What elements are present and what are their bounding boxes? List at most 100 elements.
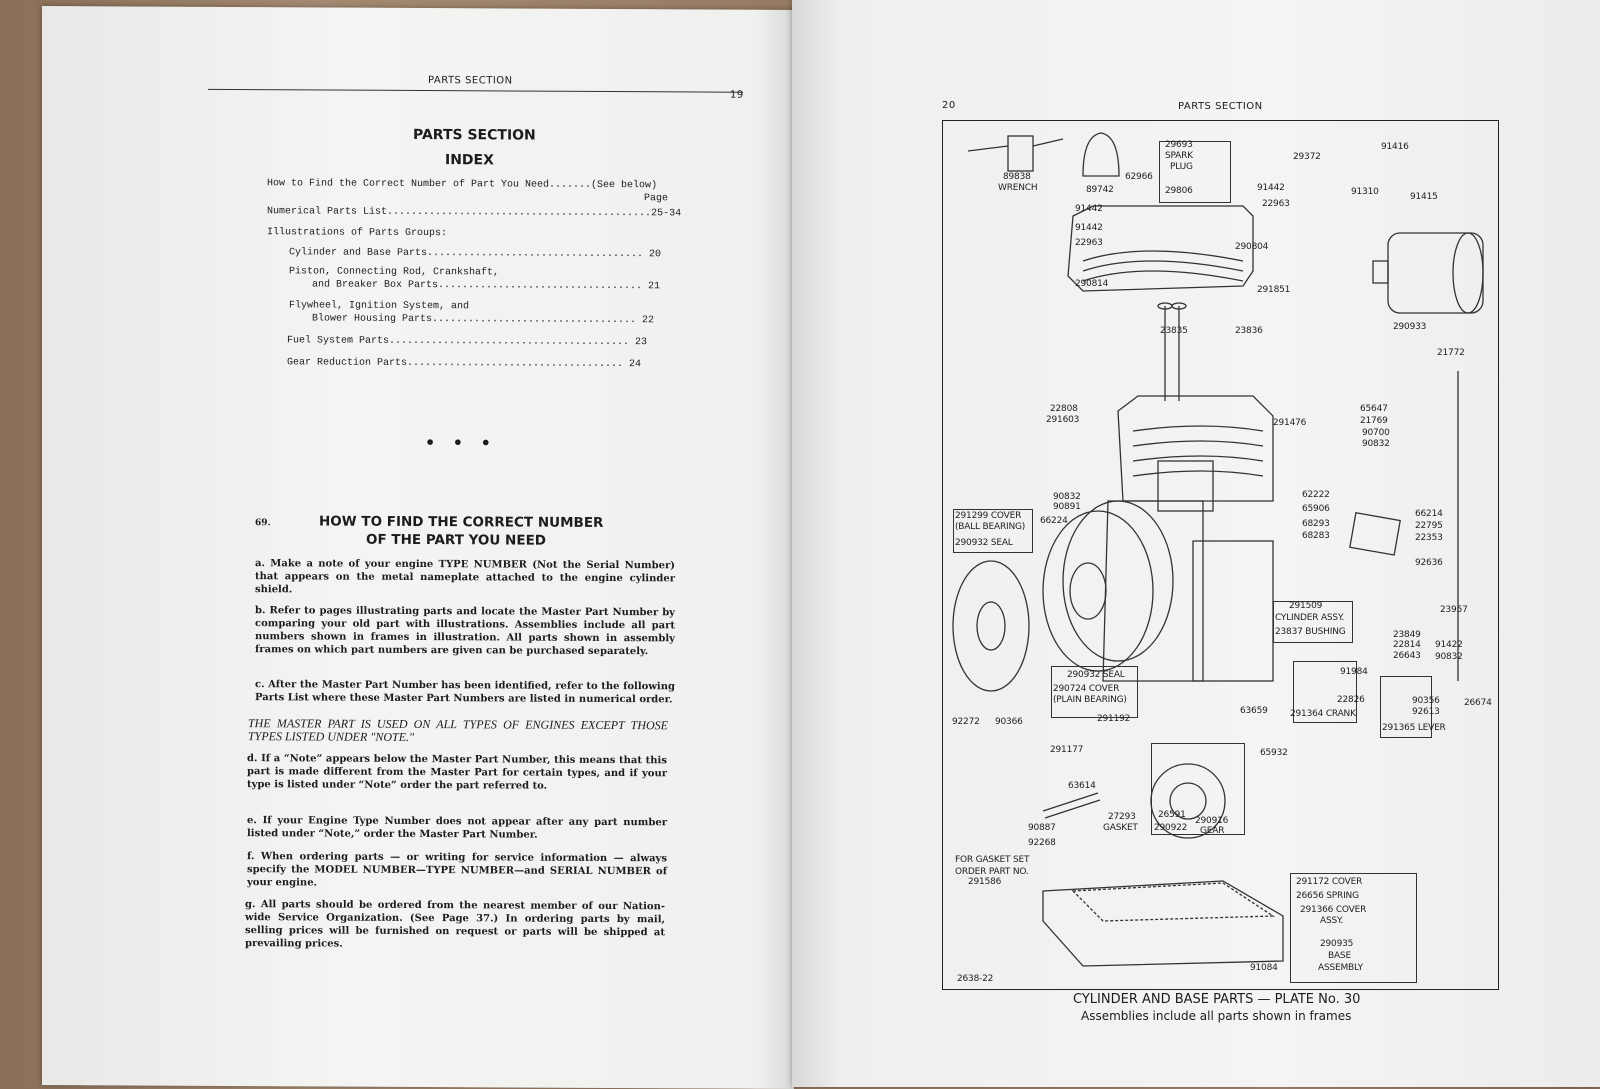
part-number-label: 291851 — [1257, 285, 1291, 295]
part-number-label: 22826 — [1337, 695, 1365, 705]
part-number-label: 290932 SEAL — [955, 538, 1013, 548]
base-assembly — [1042, 880, 1284, 967]
valves — [1157, 302, 1187, 401]
part-number-label: 21772 — [1437, 348, 1465, 358]
part-number-label: 291192 — [1097, 714, 1131, 724]
cylinder-head — [1067, 205, 1254, 292]
part-number-label: 91442 — [1257, 183, 1285, 193]
part-number-label: (BALL BEARING) — [955, 522, 1026, 532]
breather — [1349, 512, 1401, 556]
part-number-label: 291586 — [968, 877, 1002, 887]
part-number-label: 63659 — [1240, 706, 1268, 716]
index-entry: Fuel System Parts.......................… — [287, 335, 648, 349]
running-header: PARTS SECTION — [1178, 101, 1263, 112]
cylinder-block — [1102, 395, 1274, 682]
index-entry: Cylinder and Base Parts.................… — [289, 247, 662, 261]
part-number-label: 290933 — [1393, 322, 1427, 332]
header-rule — [208, 88, 743, 93]
part-number-label: 62222 — [1302, 490, 1330, 500]
part-number-label: 26591 — [1158, 810, 1186, 820]
part-number-label: 91442 — [1075, 223, 1103, 233]
part-number-label: ORDER PART NO. — [955, 867, 1029, 877]
part-number-label: 290814 — [1075, 279, 1109, 289]
page-number: 20 — [942, 100, 956, 111]
part-number-label: 290932 SEAL — [1067, 670, 1125, 680]
paragraph-b: b. Refer to pages illustrating parts and… — [255, 605, 675, 658]
part-number-label: 68293 — [1302, 519, 1330, 529]
part-number-label: 91415 — [1410, 192, 1438, 202]
master-part-note: THE MASTER PART IS USED ON ALL TYPES OF … — [248, 716, 668, 744]
paragraph-c: c. After the Master Part Number has been… — [255, 679, 675, 706]
paragraph-e: e. If your Engine Type Number does not a… — [247, 815, 667, 841]
part-number-label: 27293 — [1108, 812, 1136, 822]
index-page-col: Page — [644, 193, 669, 205]
left-page: PARTS SECTION 19 PARTS SECTION INDEX How… — [42, 6, 794, 1089]
part-number-label: 23849 — [1393, 630, 1421, 640]
part-number-label: 66224 — [1040, 516, 1068, 526]
index-entry: Flywheel, Ignition System, and — [289, 300, 470, 313]
part-number-label: 23836 — [1235, 326, 1263, 336]
section-number: 69. — [255, 518, 271, 529]
part-number-label: 92636 — [1415, 558, 1443, 568]
index-entry: Numerical Parts List....................… — [267, 206, 682, 220]
part-number-label: 291299 COVER — [955, 511, 1022, 521]
part-number-label: 291364 CRANK — [1290, 709, 1356, 719]
part-number-label: 22814 — [1393, 640, 1421, 650]
part-number-label: 23835 — [1160, 326, 1188, 336]
part-number-label: 68283 — [1302, 531, 1330, 541]
oil-cup-illustration — [1082, 132, 1120, 177]
section-title: HOW TO FIND THE CORRECT NUMBER — [319, 513, 604, 531]
ball-bearing-cover-frame — [953, 509, 1033, 553]
part-number-label: 291365 LEVER — [1382, 723, 1446, 733]
part-number-label: GASKET — [1103, 823, 1138, 833]
engine-exploded-diagram — [952, 132, 1484, 967]
paragraph-f: f. When ordering parts — or writing for … — [247, 851, 667, 889]
part-number-label: 26643 — [1393, 651, 1421, 661]
part-number-label: 90366 — [995, 717, 1023, 727]
bearing-cover-plate — [952, 560, 1030, 692]
part-number-label: 90832 — [1053, 492, 1081, 502]
part-number-label: 290724 COVER — [1053, 684, 1120, 694]
part-number-label: 26656 SPRING — [1296, 891, 1359, 901]
part-number-label: 22353 — [1415, 533, 1443, 543]
part-number-label: WRENCH — [998, 183, 1038, 193]
part-number-label: 90891 — [1053, 502, 1081, 512]
air-cleaner — [1372, 232, 1484, 314]
part-number-label: 65647 — [1360, 404, 1388, 414]
part-number-label: 89838 — [1003, 172, 1031, 182]
part-number-label: 90887 — [1028, 823, 1056, 833]
plain-bearing-cover-frame — [1051, 666, 1138, 718]
part-number-label: 291476 — [1273, 418, 1307, 428]
part-number-label: 290935 — [1320, 939, 1354, 949]
plate-caption-subtitle: Assemblies include all parts shown in fr… — [1081, 1009, 1352, 1023]
part-number-label: 290916 — [1195, 816, 1229, 826]
index-entry: Gear Reduction Parts....................… — [287, 357, 642, 371]
part-number-label: 291603 — [1046, 415, 1080, 425]
part-number-label: ASSEMBLY — [1318, 963, 1363, 973]
running-header: PARTS SECTION — [428, 75, 513, 87]
crank-frame — [1293, 661, 1357, 723]
index-entry: Blower Housing Parts....................… — [312, 313, 655, 327]
lever-frame — [1380, 676, 1432, 738]
part-number-label: FOR GASKET SET — [955, 855, 1030, 865]
part-number-label: 23837 BUSHING — [1275, 627, 1346, 637]
part-number-label: 29806 — [1165, 186, 1193, 196]
part-number-label: (PLAIN BEARING) — [1053, 695, 1127, 705]
part-number-label: 22963 — [1262, 199, 1290, 209]
part-number-label: 90832 — [1362, 439, 1390, 449]
part-number-label: PLUG — [1170, 162, 1193, 172]
part-number-label: 66214 — [1415, 509, 1443, 519]
part-number-label: 21769 — [1360, 416, 1388, 426]
part-number-label: 92272 — [952, 717, 980, 727]
parts-plate-frame — [942, 120, 1499, 990]
part-number-label: 90700 — [1362, 428, 1390, 438]
part-number-label: 91084 — [1250, 963, 1278, 973]
section-title: OF THE PART YOU NEED — [366, 531, 547, 549]
part-number-label: 91984 — [1340, 667, 1368, 677]
index-entry: Piston, Connecting Rod, Crankshaft, — [289, 266, 500, 279]
part-number-label: 23957 — [1440, 605, 1468, 615]
part-number-label: 92613 — [1412, 707, 1440, 717]
paragraph-g: g. All parts should be ordered from the … — [245, 899, 665, 950]
part-number-label: 91310 — [1351, 187, 1379, 197]
